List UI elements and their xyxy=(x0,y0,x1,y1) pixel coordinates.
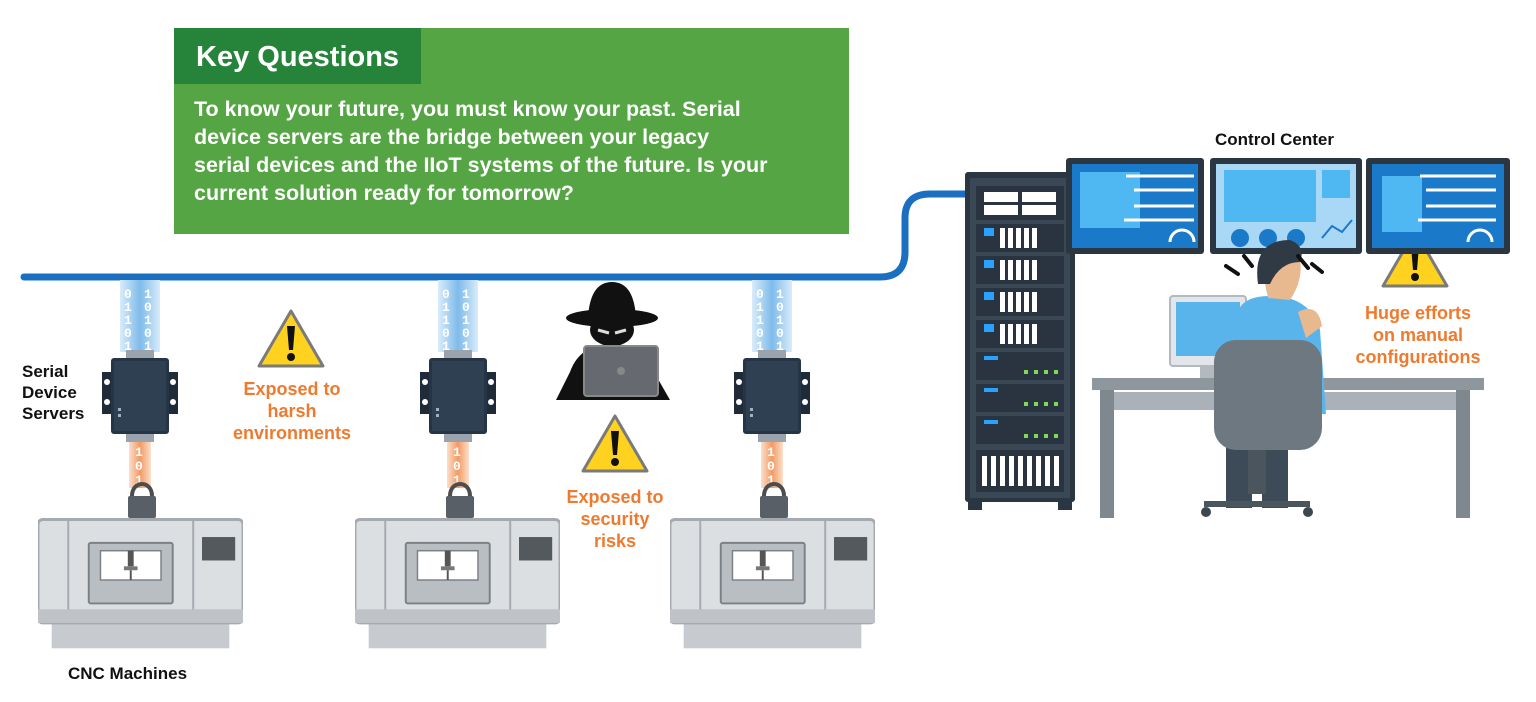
bit: 1 xyxy=(124,300,132,315)
bit: 1 xyxy=(462,287,470,302)
rack-unit xyxy=(976,224,1064,252)
cnc-machine-icon xyxy=(355,517,560,650)
warning-security-risks: Exposed to security risks xyxy=(566,487,664,551)
bit: 0 xyxy=(144,300,152,315)
warning-icon xyxy=(257,309,325,368)
bit: 1 xyxy=(453,473,461,488)
device-unit-1: 0 1 1 0 1 1 0 1 0 1 1 0 1 xyxy=(38,280,243,650)
monitor-icon xyxy=(1066,158,1204,254)
bit: 0 xyxy=(767,459,775,474)
lock-icon xyxy=(126,482,158,520)
bit: 0 xyxy=(124,326,132,341)
bit: 0 xyxy=(442,326,450,341)
bit: 0 xyxy=(453,459,461,474)
lock-icon xyxy=(444,482,476,520)
warning-harsh-environments: Exposed to harsh environments xyxy=(232,379,352,443)
bit: 1 xyxy=(453,445,461,460)
bit: 1 xyxy=(462,313,470,328)
bit: 1 xyxy=(767,473,775,488)
bit: 0 xyxy=(756,287,764,302)
key-questions-box: Key Questions To know your future, you m… xyxy=(174,28,849,234)
bit: 1 xyxy=(756,313,764,328)
device-unit-2: 0 1 1 0 1 1 0 1 0 1 1 0 1 xyxy=(355,280,560,650)
bit: 0 xyxy=(776,326,784,341)
bit: 1 xyxy=(442,339,450,354)
serial-device-server-icon xyxy=(734,350,810,442)
bit: 0 xyxy=(462,326,470,341)
network-line xyxy=(20,190,979,281)
bit: 0 xyxy=(776,300,784,315)
bit: 0 xyxy=(756,326,764,341)
bit: 1 xyxy=(756,300,764,315)
serial-device-server-icon xyxy=(420,350,496,442)
cnc-machine-icon xyxy=(670,517,875,650)
bit: 1 xyxy=(144,313,152,328)
device-unit-3: 0 1 1 0 1 1 0 1 0 1 1 0 1 xyxy=(670,280,875,650)
key-questions-body: To know your future, you must know your … xyxy=(194,97,768,205)
bit: 0 xyxy=(124,287,132,302)
bit: 1 xyxy=(442,313,450,328)
warning-icon xyxy=(581,414,649,473)
blue-bits-1: 0 1 1 0 1 1 0 1 0 1 xyxy=(124,287,152,354)
bit: 0 xyxy=(462,300,470,315)
bit: 1 xyxy=(124,313,132,328)
control-center-label: Control Center xyxy=(1215,130,1334,149)
serial-device-servers-label: Serial Device Servers xyxy=(22,362,85,423)
bit: 1 xyxy=(144,287,152,302)
lock-icon xyxy=(758,482,790,520)
bit: 1 xyxy=(756,339,764,354)
bit: 0 xyxy=(144,326,152,341)
bit: 1 xyxy=(124,339,132,354)
bit: 1 xyxy=(144,339,152,354)
key-questions-title: Key Questions xyxy=(174,28,422,84)
bit: 1 xyxy=(776,313,784,328)
monitor-icon xyxy=(1366,158,1510,254)
bit: 0 xyxy=(442,287,450,302)
server-rack-icon xyxy=(965,172,1075,510)
operator-icon xyxy=(1201,240,1326,517)
bit: 1 xyxy=(462,339,470,354)
bit: 1 xyxy=(776,339,784,354)
cnc-machines-label: CNC Machines xyxy=(68,664,188,683)
warning-manual-configurations: Huge efforts on manual configurations xyxy=(1355,303,1481,367)
bit: 1 xyxy=(442,300,450,315)
monitor-icon xyxy=(1210,158,1362,254)
bit: 1 xyxy=(767,445,775,460)
cnc-machine-icon xyxy=(38,517,243,650)
bit: 1 xyxy=(135,473,143,488)
bit: 1 xyxy=(135,445,143,460)
bit: 0 xyxy=(135,459,143,474)
bit: 1 xyxy=(776,287,784,302)
hacker-icon xyxy=(556,282,670,400)
serial-device-server-icon xyxy=(102,350,178,442)
